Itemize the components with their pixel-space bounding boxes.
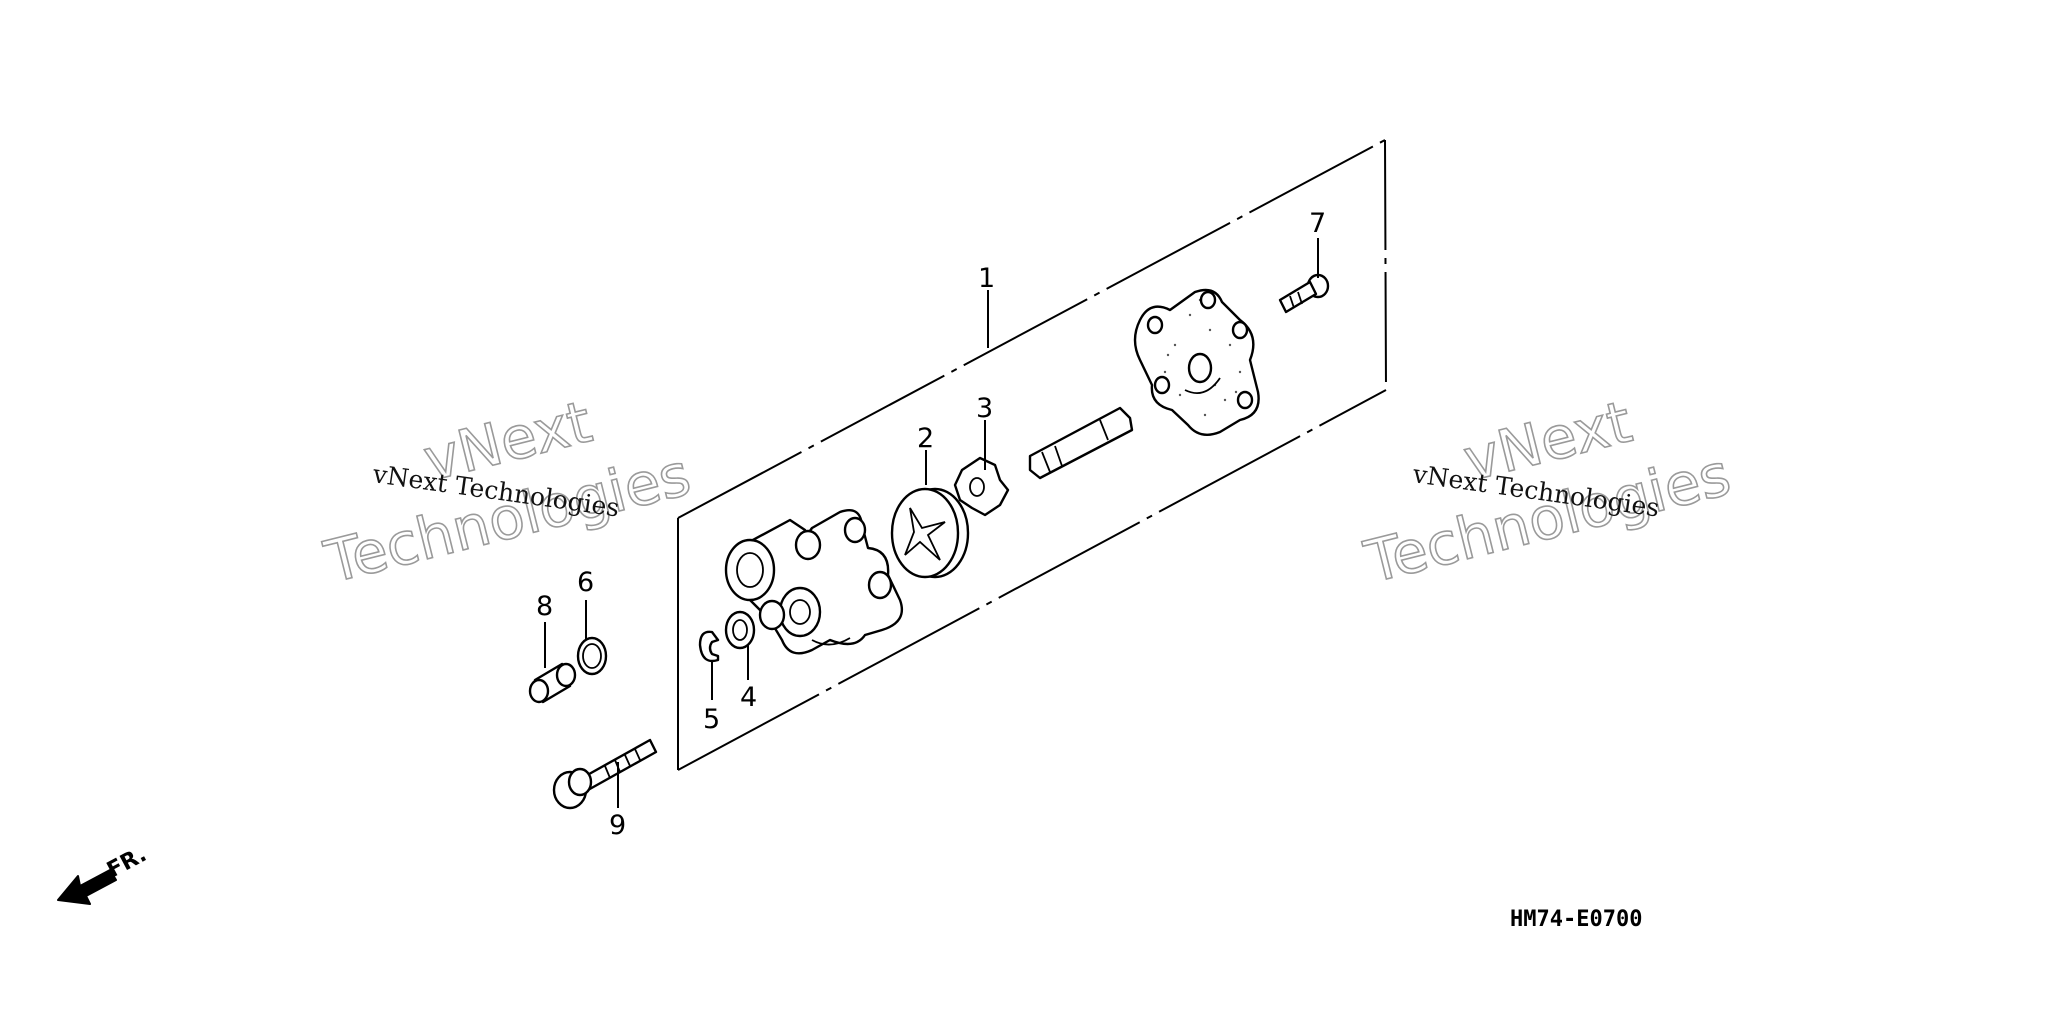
circlip (698, 630, 720, 663)
callout-3: 3 (976, 393, 993, 424)
bolt-small (1278, 273, 1330, 314)
callout-4: 4 (740, 682, 757, 713)
dowel-pin (528, 662, 577, 704)
callout-1: 1 (978, 263, 995, 294)
callout-5: 5 (703, 704, 720, 735)
oil-pump-body (724, 508, 904, 655)
callout-8: 8 (536, 591, 553, 622)
flange-bolt (552, 738, 658, 810)
leader-lines (544, 238, 1319, 808)
pump-shaft (1028, 406, 1134, 480)
washer (724, 610, 756, 650)
outer-rotor (890, 487, 970, 579)
diagram-code: HM74-E0700 (1510, 907, 1642, 932)
assembly-frame (677, 139, 1387, 771)
callout-6: 6 (577, 567, 594, 598)
callout-2: 2 (917, 423, 934, 454)
o-ring (576, 636, 608, 676)
inner-rotor (953, 456, 1010, 517)
pump-cover (1133, 288, 1260, 436)
callout-7: 7 (1309, 208, 1326, 239)
callout-9: 9 (609, 810, 626, 841)
front-arrow-icon (57, 869, 117, 905)
